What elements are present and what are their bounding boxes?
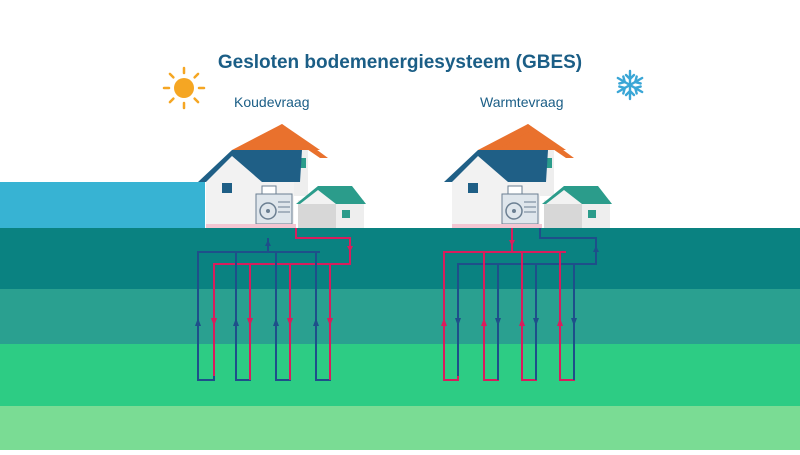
heating-demand-label: Warmtevraag xyxy=(480,94,564,110)
diagram-title: Gesloten bodemenergiesysteem (GBES) xyxy=(217,52,583,73)
cooling-demand-label: Koudevraag xyxy=(234,94,310,110)
soil-layer-2 xyxy=(0,289,800,344)
house-group-heating xyxy=(444,124,612,228)
borehole-loops-cooling xyxy=(195,228,353,381)
sky-band xyxy=(0,182,205,228)
house-group-cooling xyxy=(198,124,366,228)
sun-icon xyxy=(162,66,206,110)
soil-layer-4 xyxy=(0,406,800,450)
snowflake-icon xyxy=(616,69,644,101)
soil-layer-3 xyxy=(0,344,800,406)
borehole-loops-heating xyxy=(441,228,599,381)
soil-layer-1 xyxy=(0,228,800,289)
heat-pump-unit xyxy=(255,193,293,225)
